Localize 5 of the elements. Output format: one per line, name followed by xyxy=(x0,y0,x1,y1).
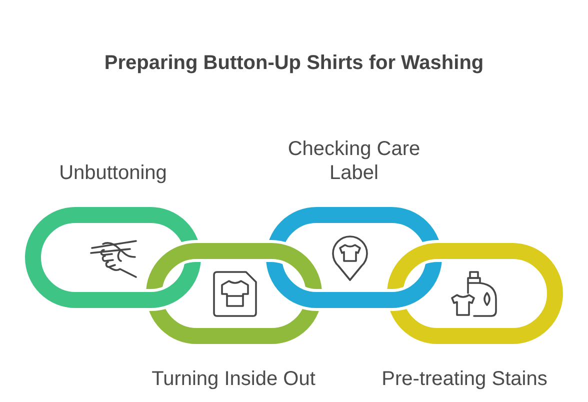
diagram-title: Preparing Button-Up Shirts for Washing xyxy=(104,51,484,76)
step-label: Turning Inside Out xyxy=(152,367,316,391)
step-label: Pre-treating Stains xyxy=(382,367,548,391)
step-label: Checking Care Label xyxy=(286,137,422,185)
step-label: Unbuttoning xyxy=(59,161,167,185)
